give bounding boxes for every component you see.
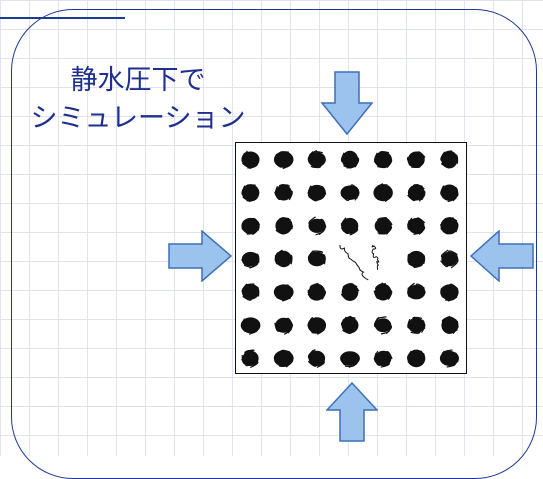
polymer-blob xyxy=(308,317,326,334)
polymer-blob xyxy=(407,251,425,268)
polymer-blob xyxy=(407,151,425,167)
polymer-blob xyxy=(374,283,391,300)
polymer-blob xyxy=(242,350,259,367)
polymer-blob xyxy=(308,185,326,201)
polymer-blob xyxy=(242,252,260,268)
polymer-blob xyxy=(275,250,292,267)
polymer-blob xyxy=(242,151,260,168)
polymer-blob xyxy=(308,251,326,267)
polymer-blob xyxy=(340,245,368,280)
polymer-blob xyxy=(441,151,458,169)
polymer-blob xyxy=(274,284,294,301)
polymer-lattice xyxy=(236,143,468,375)
polymer-blob xyxy=(274,151,294,168)
arrow-right-icon xyxy=(168,230,232,282)
arrow-left-icon xyxy=(470,230,534,282)
caption: 静水圧下で シミュレーション xyxy=(8,62,268,138)
polymer-blob xyxy=(341,151,358,169)
polymer-blob xyxy=(340,351,360,367)
polymer-blob xyxy=(372,245,379,270)
polymer-blob xyxy=(441,217,459,234)
polymer-blob xyxy=(309,217,326,235)
polymer-blob xyxy=(308,151,326,168)
polymer-blob xyxy=(275,185,292,201)
polymer-blob xyxy=(241,218,259,235)
caption-line-1: 静水圧下で xyxy=(8,62,268,100)
polymer-blob xyxy=(407,350,425,368)
polymer-blob xyxy=(341,218,358,235)
polymer-blob xyxy=(408,317,425,333)
caption-line-2: シミュレーション xyxy=(8,100,268,138)
polymer-blob xyxy=(373,184,392,202)
polymer-blob xyxy=(375,317,392,334)
polymer-blob xyxy=(308,350,325,368)
polymer-blob xyxy=(374,151,392,167)
polymer-blob xyxy=(441,316,458,334)
polymer-blob xyxy=(408,218,425,234)
arrow-down-icon xyxy=(321,71,373,135)
polymer-blob xyxy=(440,350,459,367)
polymer-blob xyxy=(341,185,360,201)
polymer-blob xyxy=(275,217,292,234)
polymer-blob xyxy=(407,283,425,299)
polymer-blob xyxy=(341,283,359,301)
polymer-blob xyxy=(374,351,392,367)
polymer-blob xyxy=(242,284,259,300)
polymer-blob xyxy=(275,318,293,335)
polymer-blob xyxy=(440,284,458,301)
polymer-blob xyxy=(241,317,261,334)
arrow-up-icon xyxy=(326,382,378,442)
polymer-blob xyxy=(308,283,326,300)
polymer-blob xyxy=(341,316,358,333)
polymer-blob xyxy=(375,218,392,235)
polymer-blob xyxy=(441,185,458,202)
polymer-blob xyxy=(242,184,260,201)
polymer-blob xyxy=(408,185,425,202)
polymer-blob xyxy=(441,250,459,268)
simulation-box xyxy=(235,142,467,374)
polymer-blob xyxy=(274,350,294,367)
